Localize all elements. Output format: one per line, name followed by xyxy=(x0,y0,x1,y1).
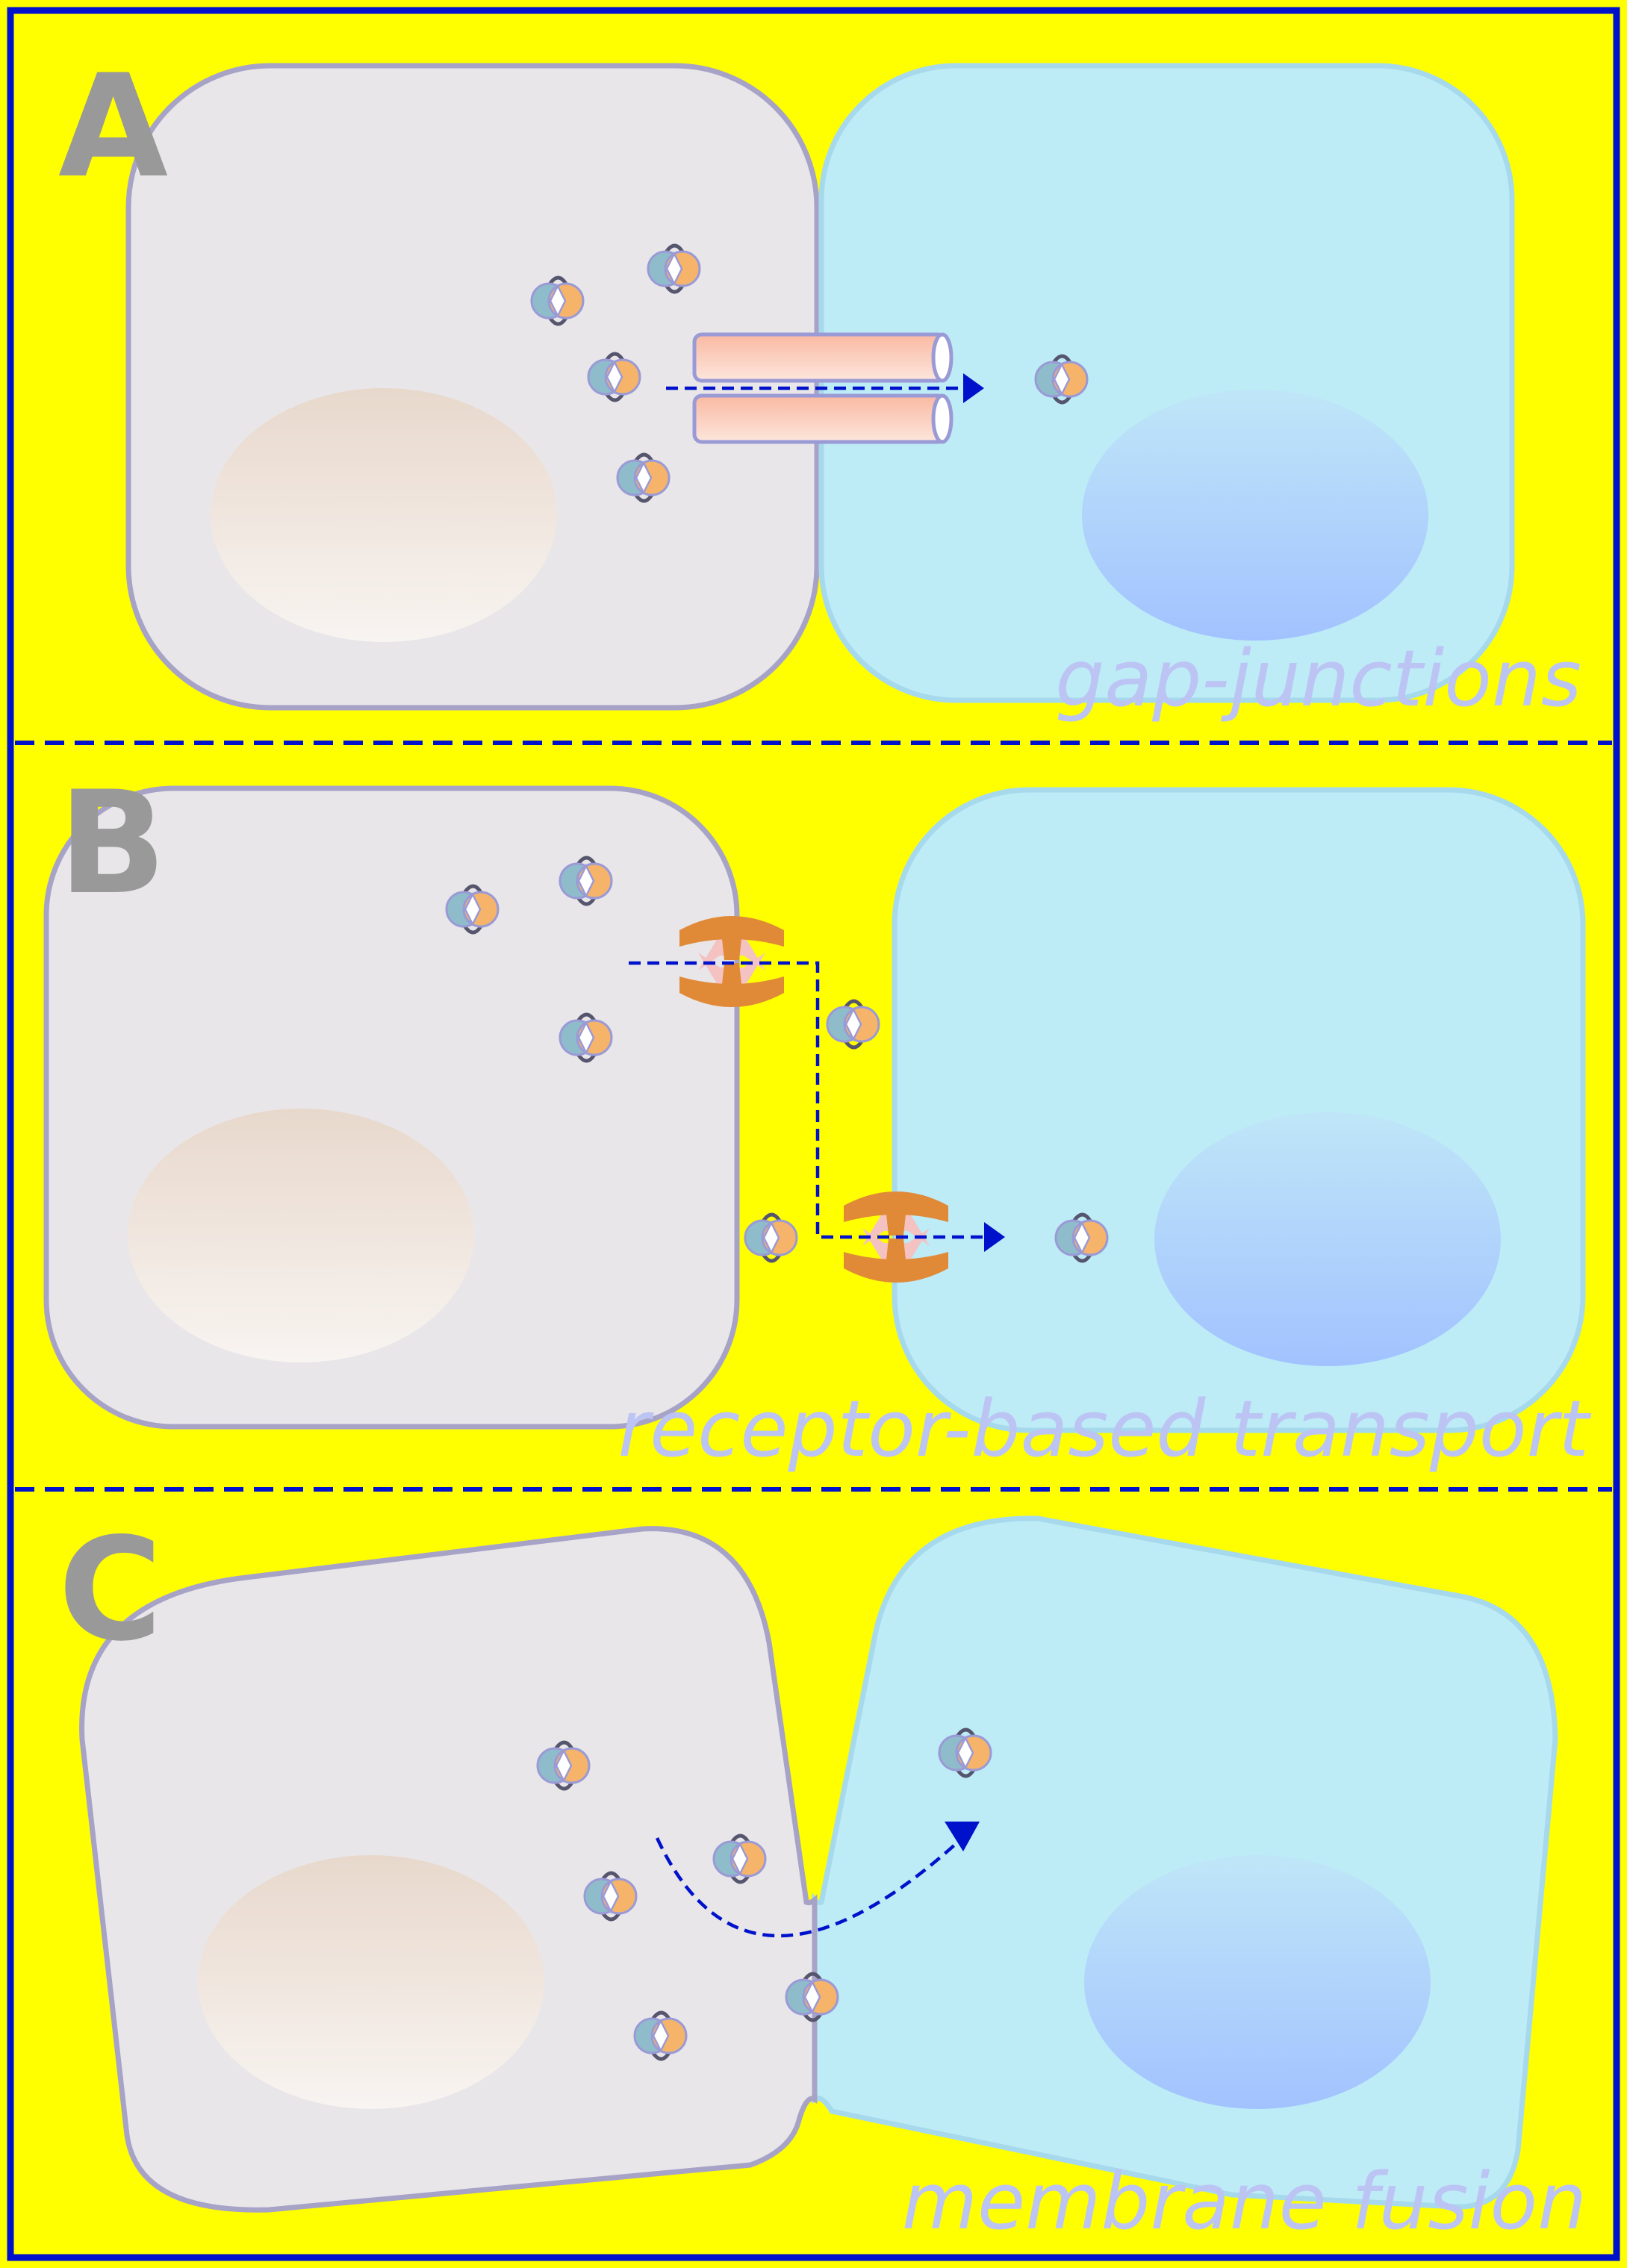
panel-letter-b: B xyxy=(58,761,167,926)
panel-caption-b: receptor-based transport xyxy=(618,1383,1592,1474)
arrow-head-c xyxy=(945,1822,980,1851)
donor-nucleus-b xyxy=(128,1109,474,1362)
arrow-head-a xyxy=(963,373,984,403)
donor-nucleus-a xyxy=(211,388,557,642)
panel-caption-a: gap-junctions xyxy=(1055,633,1581,724)
recipient-nucleus-b xyxy=(1154,1112,1501,1366)
outer-frame xyxy=(7,7,1620,2261)
panel-c: C membrane fusion xyxy=(58,1507,1587,2247)
panel-caption-c: membrane fusion xyxy=(902,2156,1587,2247)
panel-letter-c: C xyxy=(58,1507,162,1672)
panel-b: B receptor-based transport xyxy=(43,761,1592,1474)
panel-letter-a: A xyxy=(58,44,168,209)
panel-a: A gap-junctions xyxy=(58,44,1581,724)
recipient-nucleus-a xyxy=(1082,390,1428,641)
recipient-cell-c xyxy=(812,1515,1558,2210)
donor-nucleus-c xyxy=(198,1855,544,2109)
gap-junction-channel-icon xyxy=(692,332,954,444)
recipient-nucleus-c xyxy=(1084,1855,1431,2109)
transfer-arrow-b xyxy=(629,961,984,1239)
arrow-head-b xyxy=(984,1222,1005,1252)
